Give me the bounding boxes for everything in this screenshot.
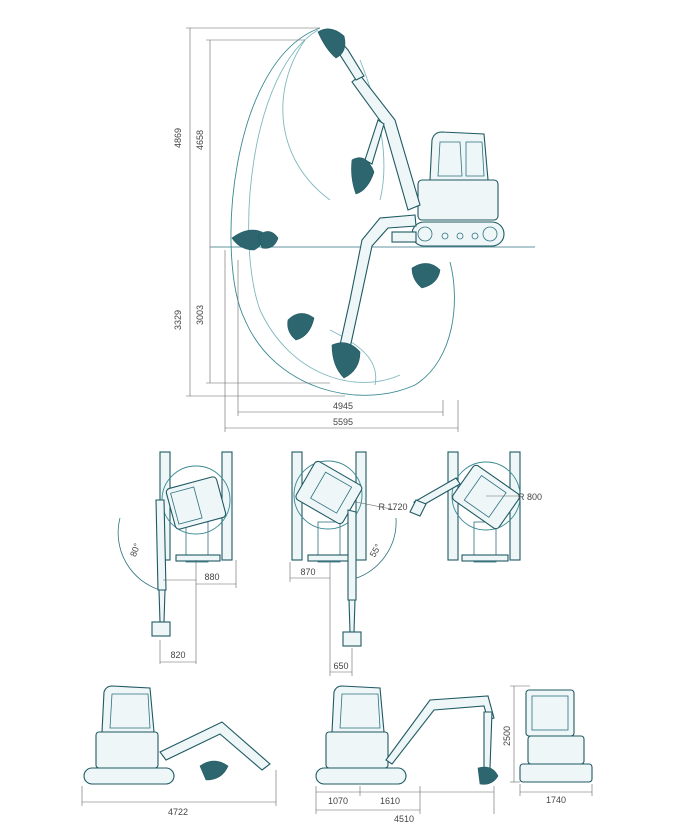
bucket-transport-middle [477,766,499,785]
bucket-raised [317,28,346,59]
upper-front [527,735,585,765]
dozer-blade [391,231,417,243]
upper-structure [417,179,499,221]
swing-tail-radius: R 800 [518,492,542,502]
transport-view-middle [315,685,499,814]
upper-structure-top-3 [452,464,520,530]
max-reach-envelope [230,27,455,396]
bucket-near-ground [411,263,441,289]
bucket-top-middle [342,631,362,647]
bucket-top-left [151,621,171,637]
bucket-lower-left [287,313,315,341]
swing-left-angle: 80° [128,541,142,558]
arm-top-middle [348,599,356,633]
upper-structure-top [165,476,227,530]
bucket-arc-lower [329,329,377,386]
bucket-top-right [409,499,427,517]
bucket-far-left-2 [257,231,279,249]
cab-front [525,689,575,737]
track-right-2 [355,451,367,561]
boom-top-middle [347,509,357,601]
dim-max-dump-height: 4658 [195,130,205,150]
vertical-dimensions [186,27,345,397]
swing-right-angle: 55° [368,542,384,559]
transport-width: 1740 [546,795,566,805]
bucket-deep [331,342,361,379]
arm-top-left [158,589,166,623]
transport-view-front [510,685,593,796]
arm-mid [364,119,385,165]
tracks-front [519,763,593,783]
bucket-mid [351,157,375,195]
swing-view-right [409,451,521,563]
swing-left-width: 820 [170,650,185,660]
swing-circle-2 [293,460,363,530]
dim-max-dig-depth: 3329 [173,310,183,330]
swing-view-middle [289,451,397,676]
bucket-transport-left [199,760,229,781]
horizontal-dimensions [224,250,459,432]
upper-transport-left [95,731,159,769]
upper-transport-middle [325,731,389,769]
boom-transport-left [159,721,271,771]
swing-left-offset: 880 [204,572,219,582]
transport-height: 2500 [502,726,512,746]
bucket-arc-upper [282,39,331,201]
boom-raised [351,74,421,211]
swing-right-offset: 870 [300,567,315,577]
cab-transport-left [101,685,155,733]
operator-cab [429,131,489,181]
transport-track-span: 1610 [380,796,400,806]
reach-envelope-inner [248,29,401,383]
transport-length: 4722 [168,807,188,817]
arm-transport-middle [483,711,493,769]
dim-reach-at-ground: 4945 [333,401,353,411]
working-range-diagram: 4869 4658 3329 3003 4945 5595 [173,27,535,432]
upper-structure-top-2 [295,460,363,525]
cab-transport-middle [331,685,385,733]
transport-track-front: 1070 [328,796,348,806]
swing-view-left [117,451,237,664]
track-left-2 [291,451,303,561]
dim-max-height: 4869 [173,128,183,148]
swing-right-radius: R 1720 [378,502,407,512]
boom-transport-middle [385,695,495,765]
transport-overall-length: 4510 [394,814,414,824]
track-transport-middle [315,767,407,785]
dim-vertical-wall-depth: 3003 [195,305,205,325]
excavator-side-upper [391,131,505,247]
boom-top-left [155,499,167,591]
track-left-3 [447,451,459,561]
swing-right-width: 650 [333,661,348,671]
track-transport-left [83,767,175,785]
dim-max-reach: 5595 [333,417,353,427]
boom-top-right [413,477,461,509]
transport-view-left [81,685,277,806]
